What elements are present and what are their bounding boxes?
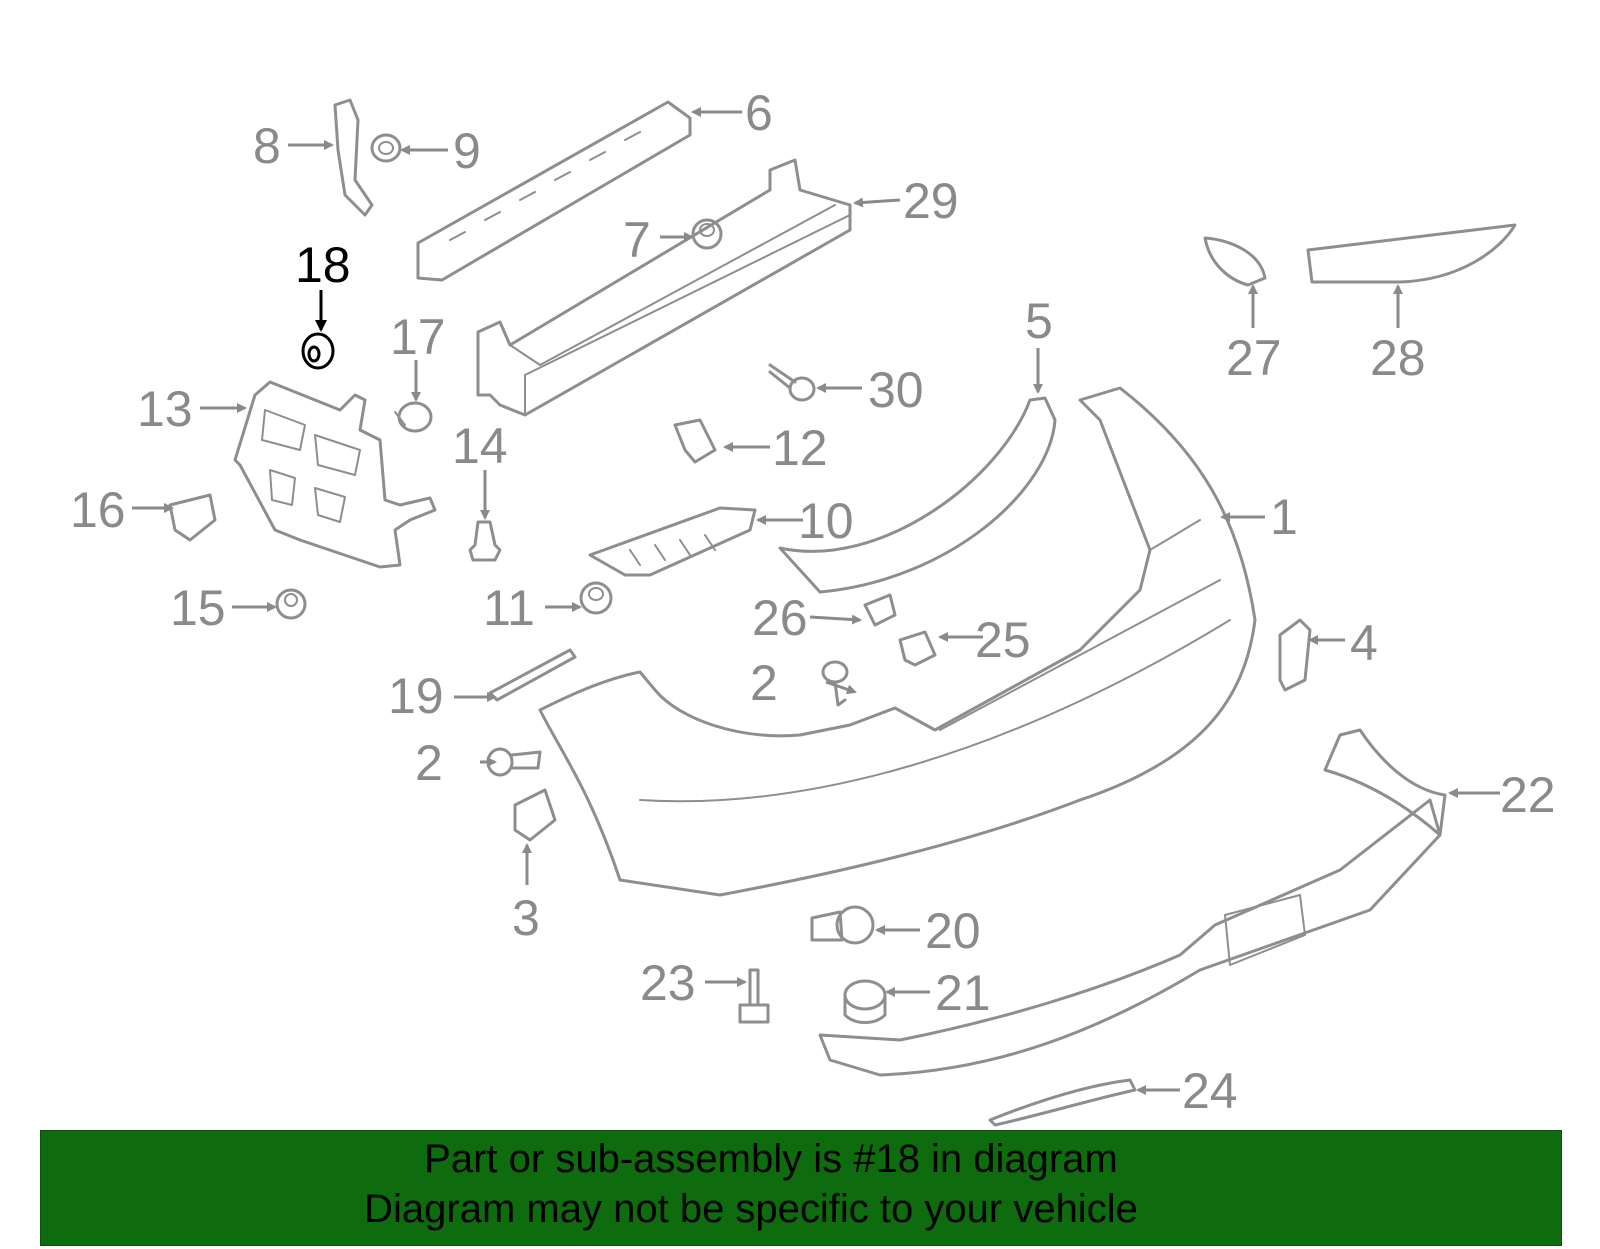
banner-line-disclaimer: Diagram may not be specific to your vehi…: [364, 1187, 1138, 1231]
callout-17: 17: [390, 309, 446, 365]
callout-12: 12: [772, 420, 828, 476]
part-14-push-rivet: [468, 520, 502, 562]
callout-18: 18: [295, 237, 351, 293]
callout-20: 20: [925, 903, 981, 959]
part-13-mounting-bracket: [233, 380, 437, 569]
part-23-bolt: [738, 968, 770, 1024]
callout-1: 1: [1270, 489, 1298, 545]
callout-11: 11: [483, 580, 535, 636]
callout-22: 22: [1500, 767, 1556, 823]
part-16-clip: [168, 493, 217, 542]
callout-2-upper: 2: [750, 655, 778, 711]
callout-28: 28: [1370, 330, 1426, 386]
callout-14: 14: [452, 418, 508, 474]
callout-13: 13: [137, 381, 193, 437]
callout-9: 9: [453, 123, 481, 179]
part-2-screw-lower: [486, 747, 542, 777]
leader-arrows: [132, 107, 1500, 1095]
part-19-strip: [488, 648, 577, 702]
callout-25: 25: [975, 612, 1031, 668]
part-9-push-pin: [370, 133, 402, 163]
callout-15: 15: [170, 580, 226, 636]
callout-26: 26: [752, 590, 808, 646]
callout-7: 7: [623, 212, 651, 268]
part-17-push-pin: [394, 401, 433, 433]
part-12-clip: [673, 418, 717, 464]
part-6-absorber: [416, 100, 692, 282]
part-3-clip: [513, 788, 557, 842]
part-24-lower-strip: [988, 1078, 1137, 1127]
callout-16: 16: [70, 482, 126, 538]
banner-line-part-number: Part or sub-assembly is #18 in diagram: [424, 1137, 1118, 1181]
part-18-grommet: [301, 332, 335, 370]
part-1-bumper-cover: [538, 386, 1257, 897]
part-27-reflector: [1203, 236, 1267, 287]
part-10-side-bracket: [588, 506, 757, 577]
part-20-sensor: [810, 905, 875, 945]
callout-23: 23: [640, 955, 696, 1011]
part-22-lower-valance: [818, 728, 1447, 1077]
part-30-bolt: [768, 363, 816, 402]
part-21-sensor-holder: [843, 979, 887, 1024]
part-5-upper-trim: [778, 396, 1057, 594]
callout-5: 5: [1025, 293, 1053, 349]
part-25-clip: [898, 630, 937, 667]
part-29-reinforcement-beam: [476, 158, 852, 417]
callout-21: 21: [935, 965, 991, 1021]
callout-24: 24: [1182, 1063, 1238, 1119]
part-8-bracket: [333, 98, 374, 217]
callout-19: 19: [388, 668, 444, 724]
part-2-screw-upper: [821, 660, 849, 707]
callout-30: 30: [868, 362, 924, 418]
callout-2-lower: 2: [415, 735, 443, 791]
callout-10: 10: [798, 493, 854, 549]
callout-8: 8: [253, 118, 281, 174]
callout-3: 3: [512, 890, 540, 946]
part-26-clip: [863, 593, 897, 627]
info-banner: Part or sub-assembly is #18 in diagram D…: [40, 1130, 1562, 1246]
part-28-reflector-strip: [1306, 223, 1517, 284]
part-4-side-bracket: [1278, 618, 1312, 692]
callout-27: 27: [1226, 330, 1282, 386]
part-15-nut: [275, 588, 307, 620]
part-11-nut: [579, 581, 613, 615]
callout-6: 6: [745, 85, 773, 141]
callout-4: 4: [1350, 615, 1378, 671]
callout-labels: 1 2 2 3 4 5 6 7 8 9 10 11 12 13 14 15 16…: [70, 85, 1556, 1119]
callout-29: 29: [903, 173, 959, 229]
